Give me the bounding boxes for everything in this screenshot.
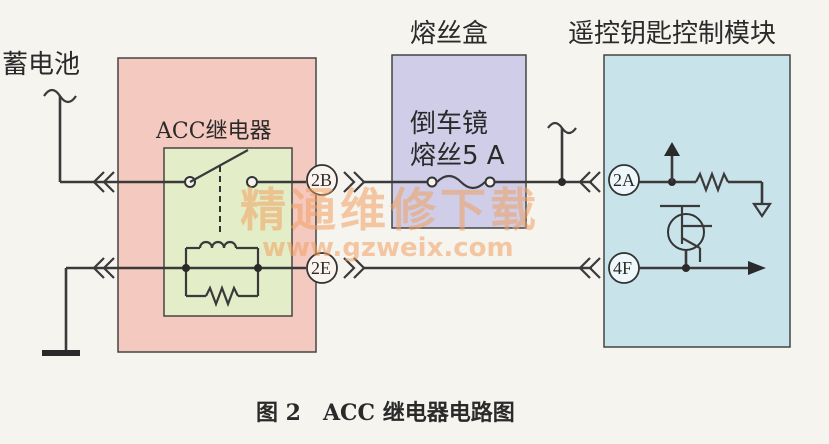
module-output-circuit	[639, 261, 766, 275]
svg-text:2E: 2E	[311, 258, 331, 278]
fuse-box	[391, 54, 527, 229]
remote-module-label: 遥控钥匙控制模块	[568, 19, 776, 49]
fuse-name-line1: 倒车镜	[410, 109, 488, 139]
relay-switch	[184, 149, 258, 236]
svg-text:2A: 2A	[613, 170, 635, 190]
svg-text:4F: 4F	[613, 258, 632, 278]
svg-text:2B: 2B	[311, 170, 332, 190]
watermark-url: www.gzweix.com	[262, 233, 514, 263]
module-bottom-connector	[578, 257, 601, 279]
pin-2e: 2E	[306, 252, 338, 284]
pin-2b: 2B	[306, 164, 338, 196]
figure-caption: 图 2 ACC 继电器电路图	[256, 400, 515, 426]
pin-2a: 2A	[608, 164, 640, 196]
fuse-box-label: 熔丝盒	[410, 19, 488, 49]
junction-dot	[254, 264, 262, 272]
fuse-name-line2: 熔丝5 A	[410, 141, 505, 171]
module-input-circuit	[639, 142, 773, 218]
ground-symbol	[42, 266, 92, 356]
power-tap	[547, 121, 577, 186]
junction-dot	[182, 264, 190, 272]
module-top-connector	[578, 171, 601, 193]
pin-4f: 4F	[608, 252, 640, 284]
acc-relay-label: ACC继电器	[155, 119, 272, 144]
watermark-text: 精通维修下载	[240, 183, 540, 237]
relay-resistor	[184, 268, 260, 308]
battery-label: 蓄电池	[2, 50, 80, 80]
battery-symbol	[43, 88, 92, 184]
remote-module-box	[603, 54, 791, 348]
fuse-symbol	[426, 174, 496, 190]
